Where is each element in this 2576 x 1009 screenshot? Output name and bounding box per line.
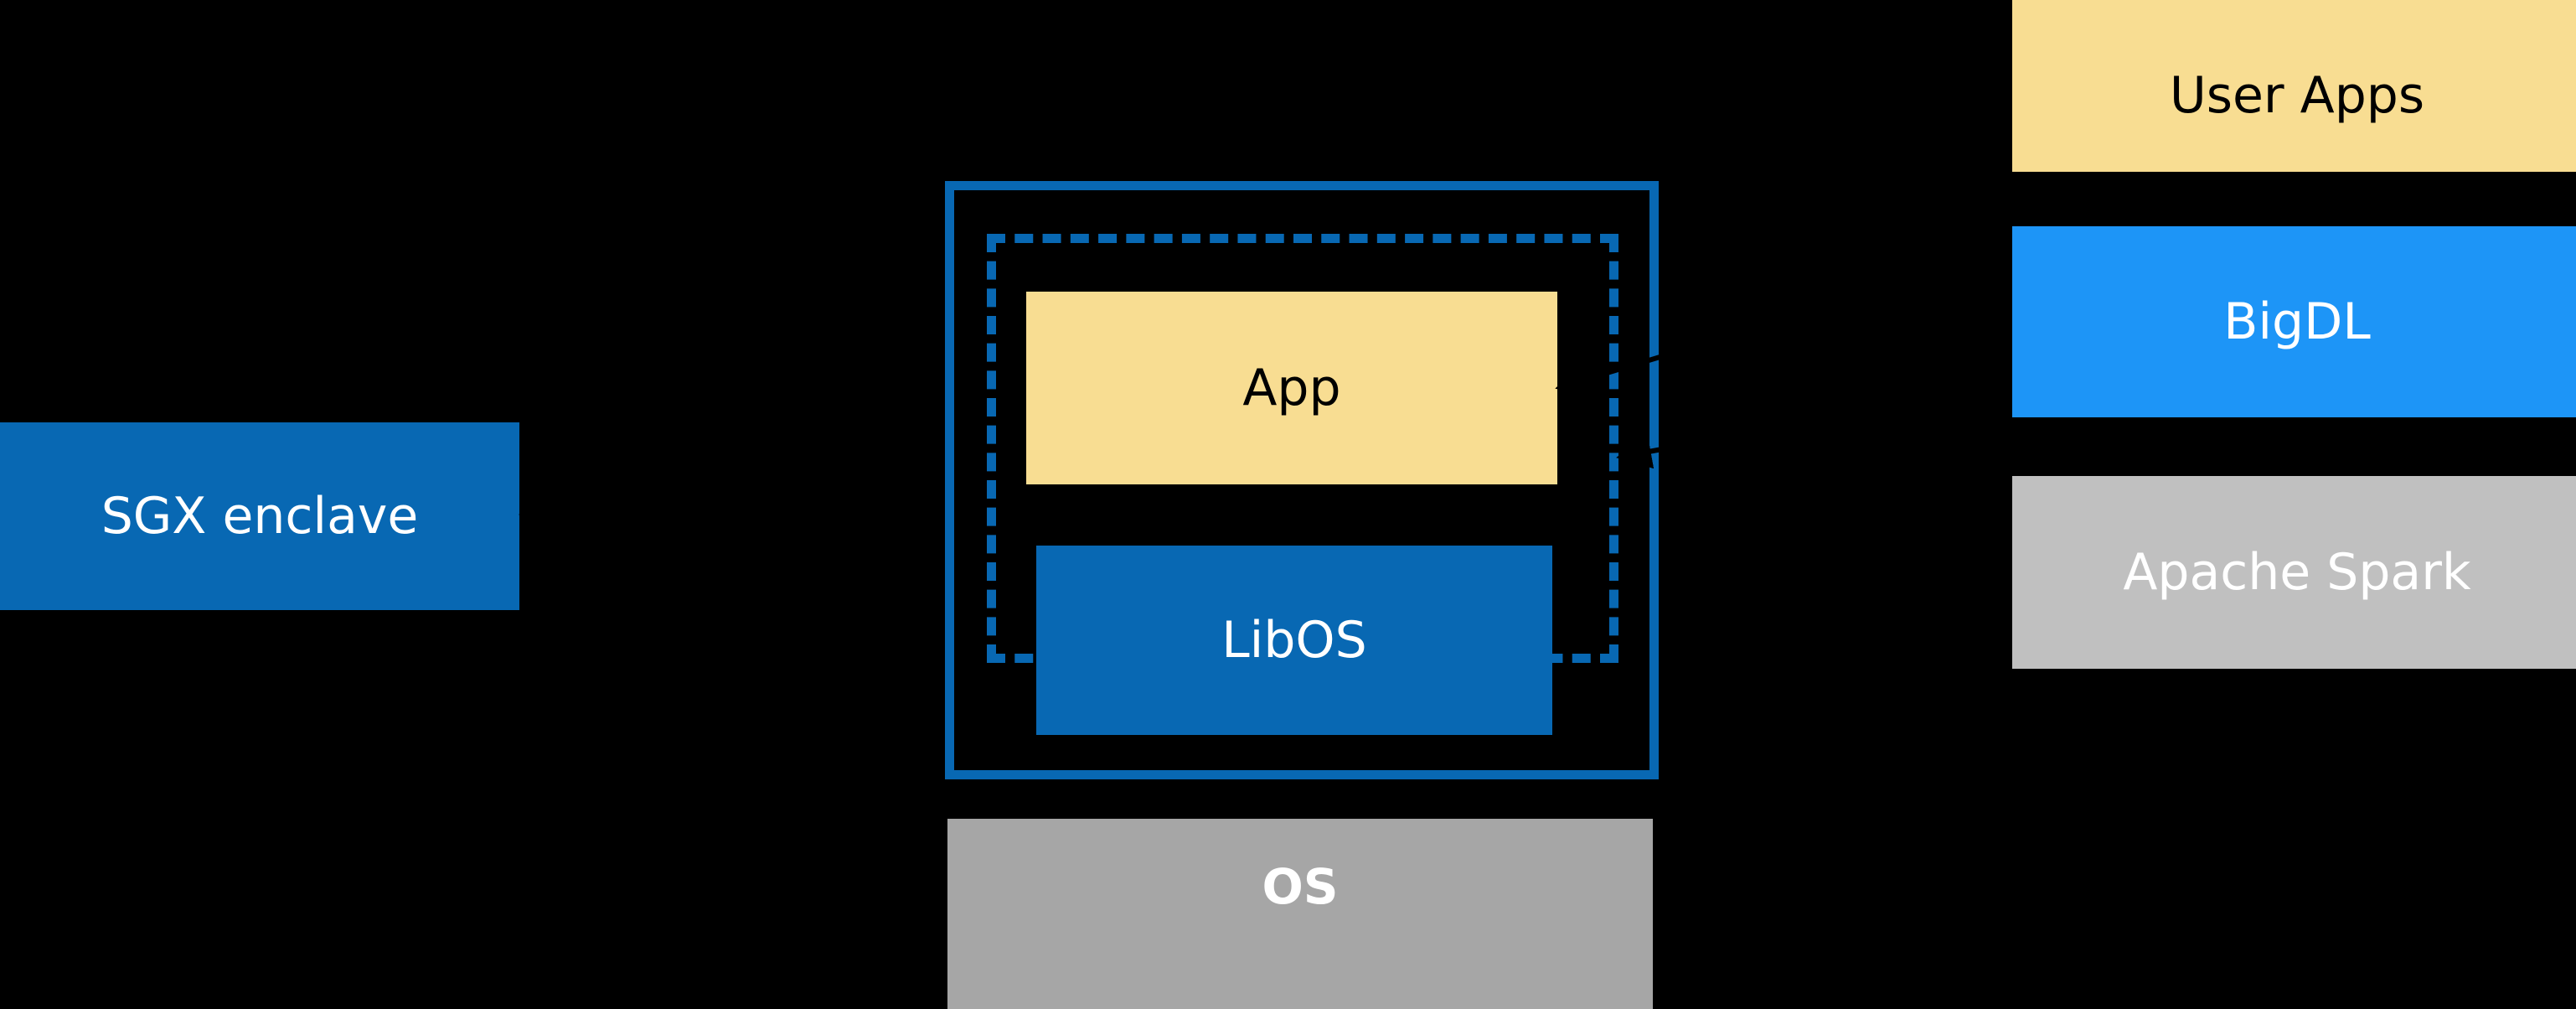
sgx-enclave-box[interactable]: SGX enclave	[0, 422, 519, 610]
user-apps-label: User Apps	[2169, 66, 2425, 125]
bigdl-label: BigDL	[2223, 292, 2371, 351]
apache-spark-box[interactable]: Apache Spark	[2012, 476, 2576, 669]
user-apps-box[interactable]: User Apps	[2012, 0, 2576, 172]
connector-libos-boundary-to-bigdl	[1616, 383, 2011, 469]
sgx-enclave-boundary-outline	[945, 181, 1659, 779]
libos-label: LibOS	[1221, 611, 1367, 670]
bigdl-box[interactable]: BigDL	[2012, 226, 2576, 417]
os-box[interactable]: OS	[947, 819, 1653, 1009]
sgx-enclave-label: SGX enclave	[101, 487, 419, 546]
os-label: OS	[1262, 858, 1339, 915]
app-label: App	[1242, 359, 1341, 417]
apache-spark-label: Apache Spark	[2123, 543, 2471, 602]
libos-box[interactable]: LibOS	[1036, 546, 1552, 735]
app-box[interactable]: App	[1026, 292, 1557, 484]
